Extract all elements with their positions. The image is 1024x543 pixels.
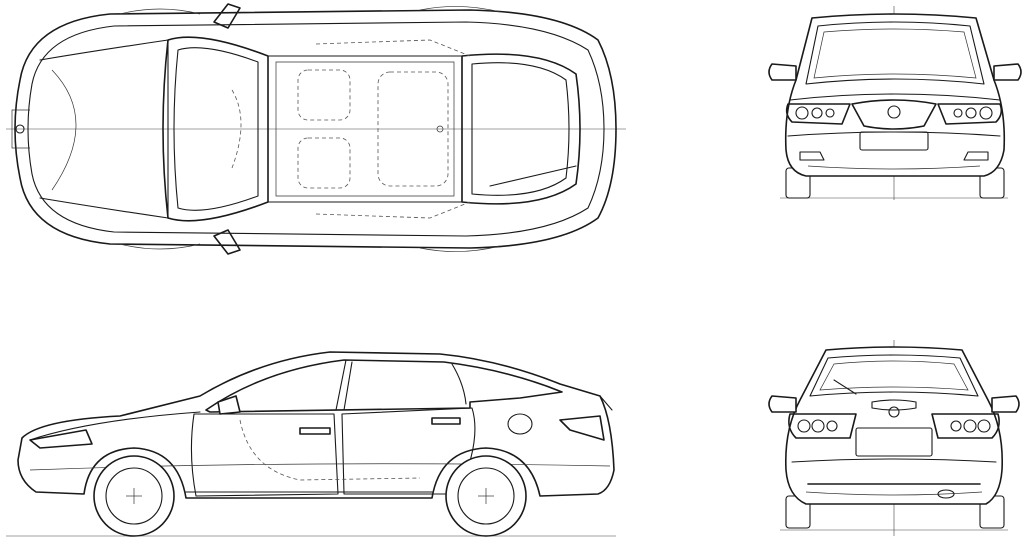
top-body-outline <box>14 9 617 249</box>
rear-view <box>768 340 1020 536</box>
top-windshield <box>162 36 269 222</box>
side-front-wheel <box>93 455 175 537</box>
side-front-door <box>190 413 339 497</box>
side-headlight <box>29 429 93 449</box>
front-grille <box>851 99 937 130</box>
front-license-plate <box>859 131 929 151</box>
front-body-outline <box>784 13 1006 177</box>
top-view <box>6 3 626 255</box>
side-fuel-cap <box>507 413 533 435</box>
side-body-outline <box>17 351 615 499</box>
side-rear-wheel <box>445 455 527 537</box>
rear-wiper <box>833 379 857 395</box>
front-headlight-right <box>937 103 1003 125</box>
rear-window <box>809 354 979 397</box>
top-interior-seats <box>231 39 471 219</box>
side-door-handle-front <box>299 427 331 435</box>
front-windshield <box>805 21 985 85</box>
side-windows <box>205 359 563 413</box>
rear-taillight-left <box>788 413 857 439</box>
front-emblem <box>887 105 901 119</box>
front-headlight-left <box>785 103 851 125</box>
rear-taillight-right <box>931 413 1000 439</box>
front-view <box>768 6 1022 200</box>
side-taillight <box>559 415 605 441</box>
top-hood <box>39 39 169 219</box>
rear-mirror-left <box>768 395 797 413</box>
side-mirror <box>217 395 241 415</box>
rear-body-outline <box>784 346 1004 505</box>
top-emblem <box>15 124 25 134</box>
rear-mirror-right <box>991 395 1020 413</box>
side-view <box>6 351 616 537</box>
front-mirror-right <box>993 63 1022 81</box>
rear-license-plate <box>855 427 933 457</box>
top-mirror-right <box>213 229 241 255</box>
top-rear-window <box>461 53 581 205</box>
top-mirror-left <box>213 3 241 29</box>
rear-emblem <box>888 406 900 418</box>
front-mirror-left <box>768 63 797 81</box>
rear-exhaust <box>937 489 955 499</box>
side-door-handle-rear <box>431 417 461 425</box>
